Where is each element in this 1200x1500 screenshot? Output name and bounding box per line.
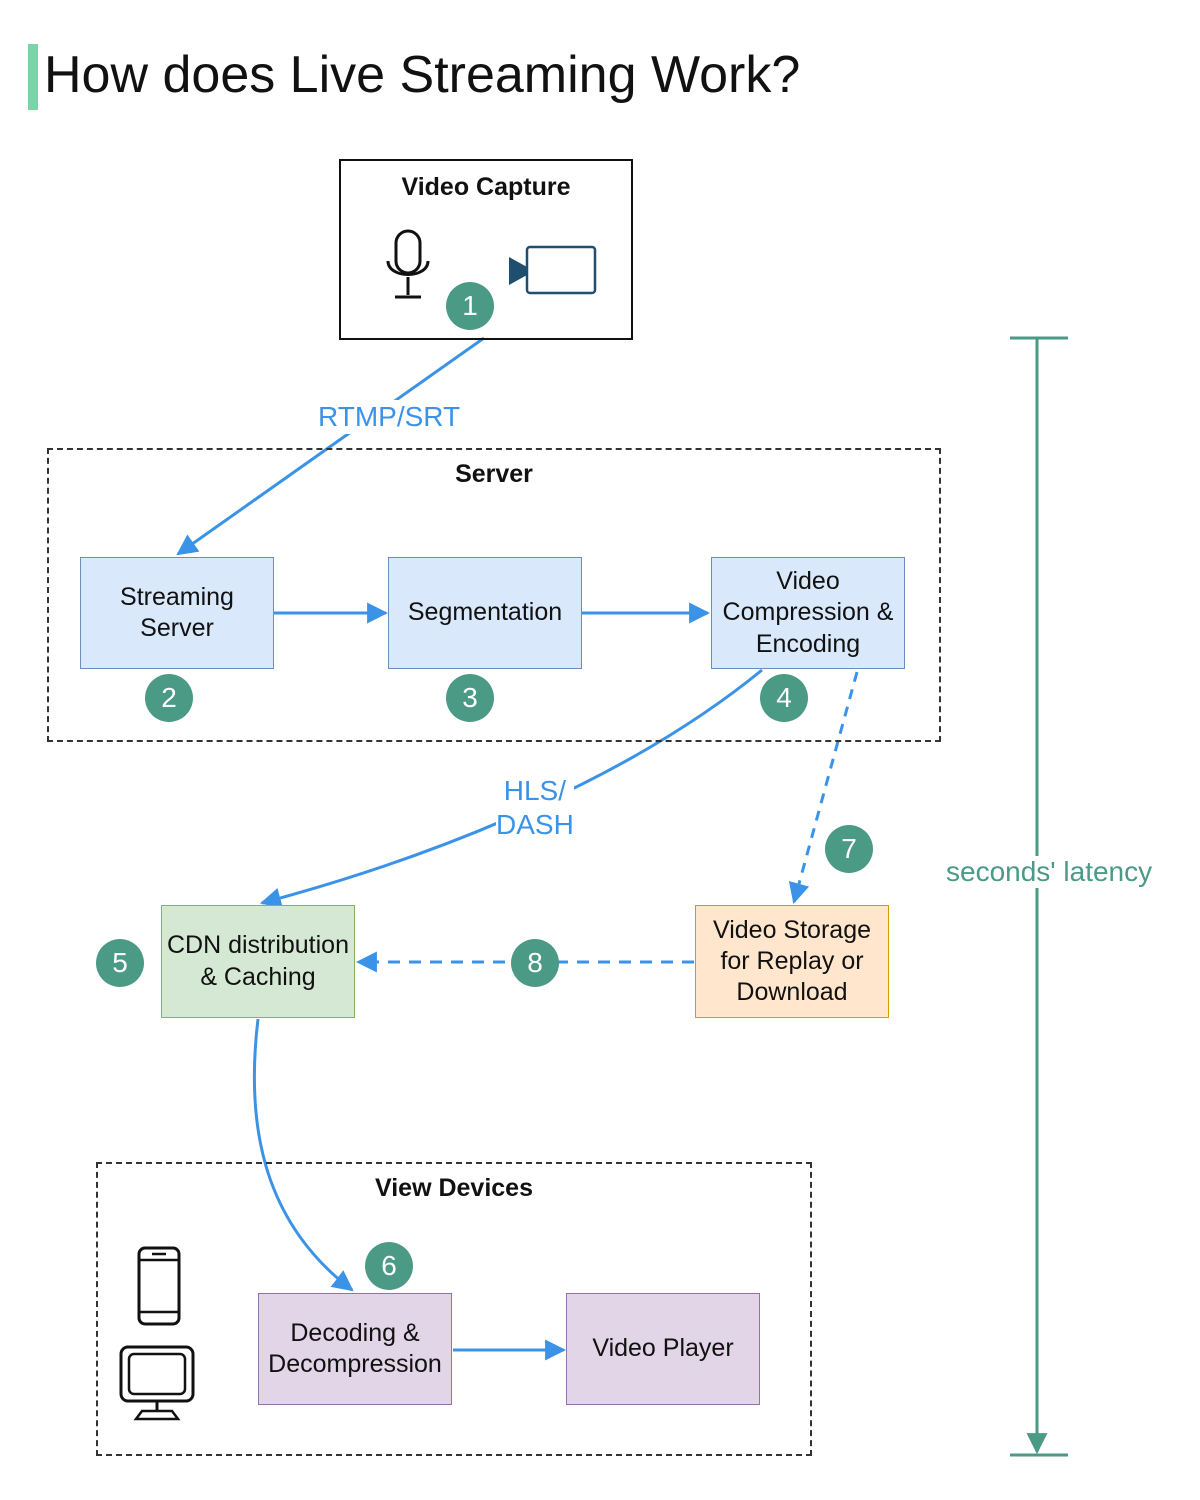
arrow-compression-to-storage [788,671,859,905]
edge-label-rtmp-srt: RTMP/SRT [318,400,461,434]
page-title: How does Live Streaming Work? [44,46,801,104]
step-badge-6: 6 [365,1242,413,1290]
desktop-monitor-icon [119,1345,195,1421]
cdn-caching-node: CDN distribution & Caching [161,905,355,1018]
step-badge-8: 8 [511,939,559,987]
streaming-server-node: Streaming Server [80,557,274,669]
edge-label-hls-dash: HLS/ DASH [496,774,574,842]
decoding-decompression-node: Decoding & Decompression [258,1293,452,1405]
step-badge-1: 1 [446,282,494,330]
video-storage-node: Video Storage for Replay or Download [695,905,889,1018]
title-accent-bar [28,44,38,110]
step-badge-4: 4 [760,674,808,722]
microphone-icon [386,229,430,299]
compression-encoding-node: Video Compression & Encoding [711,557,905,669]
step-badge-3: 3 [446,674,494,722]
segmentation-node: Segmentation [388,557,582,669]
step-badge-7: 7 [825,825,873,873]
view-devices-group: View Devices [96,1162,812,1456]
video-camera-icon [509,245,597,295]
view-devices-label: View Devices [375,1174,533,1202]
step-badge-5: 5 [96,939,144,987]
smartphone-icon [137,1246,181,1326]
arrow-cdn-to-decoding [252,1018,354,1292]
video-player-node: Video Player [566,1293,760,1405]
video-capture-label: Video Capture [401,173,571,201]
latency-label: seconds' latency [942,856,1157,888]
server-label: Server [455,460,533,488]
video-capture-group: Video Capture [339,159,633,340]
step-badge-2: 2 [145,674,193,722]
server-group: Server [47,448,941,742]
arrow-capture-to-streaming [176,336,485,556]
